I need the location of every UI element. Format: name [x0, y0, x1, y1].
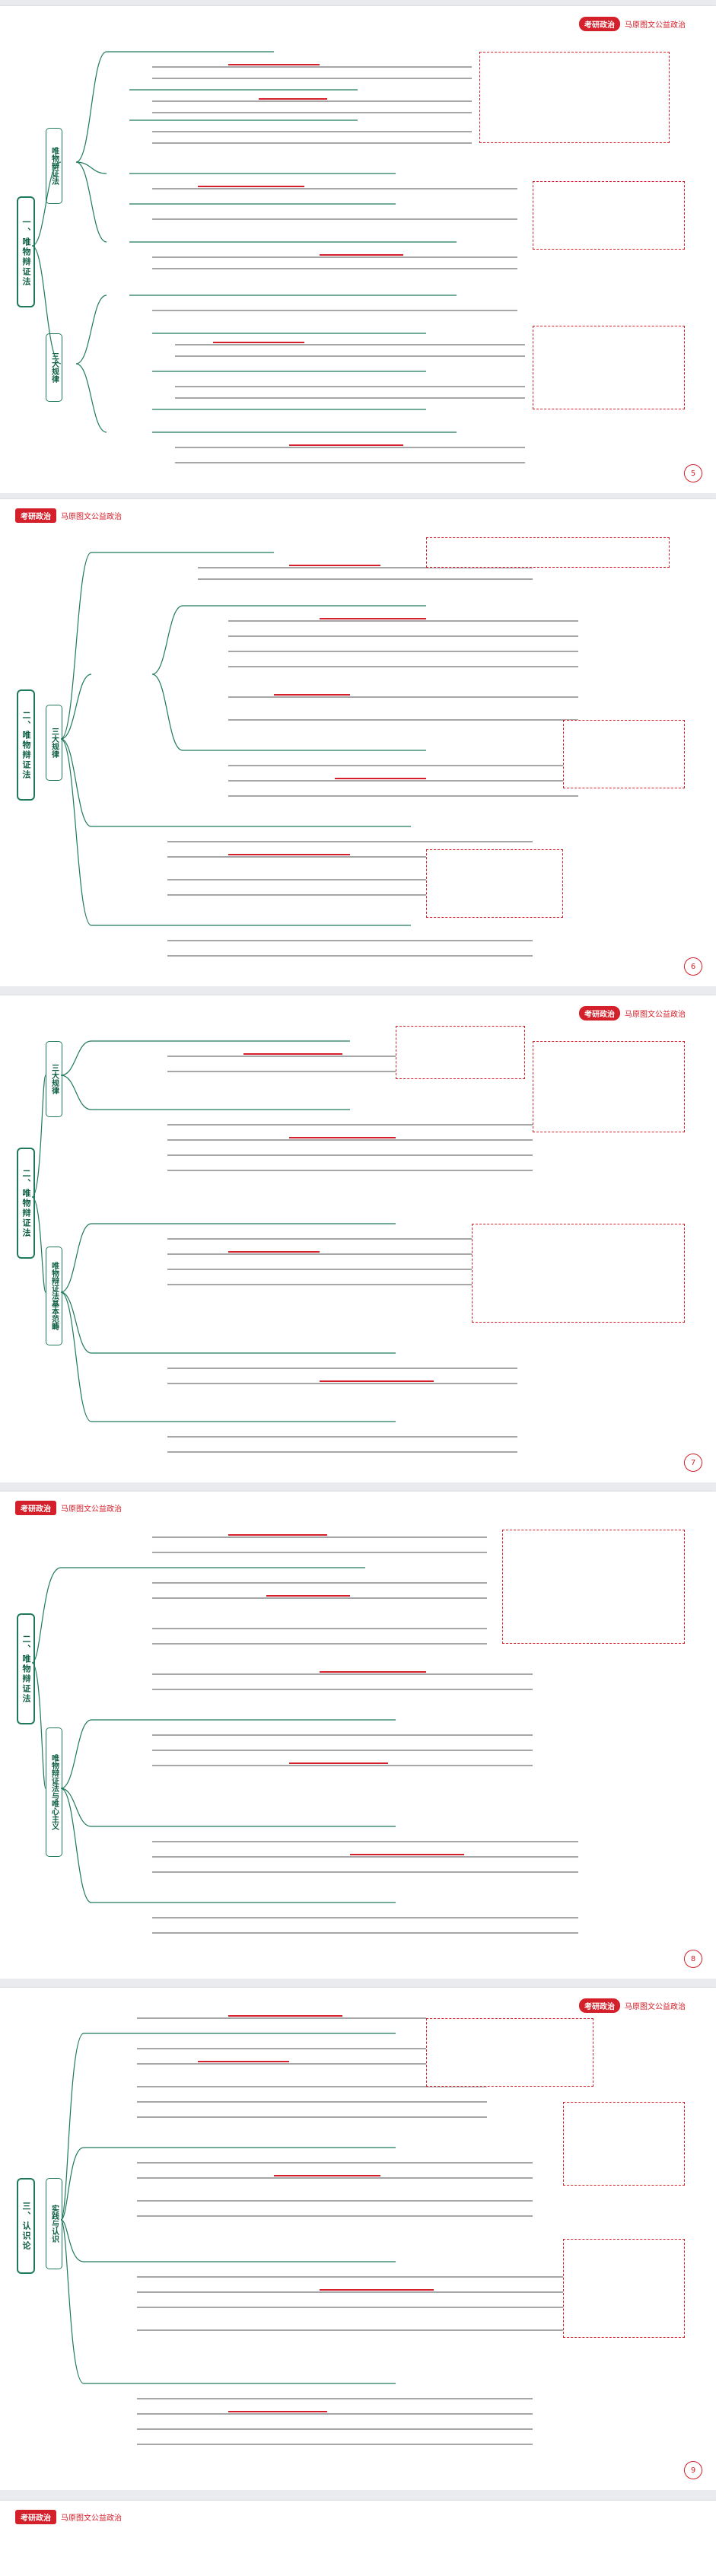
page-3: 考研政治 马原图文公益政治 二、唯物辩证法 三大规律 唯物辩证法基本范畴 7: [0, 995, 716, 1482]
chapter-title: 二、唯物辩证法: [17, 689, 35, 801]
section-label: 实践与认识: [46, 2178, 62, 2269]
annotation-box: [426, 537, 670, 568]
chapter-title: 二、唯物辩证法: [17, 1148, 35, 1259]
brand-badge: 考研政治: [579, 17, 620, 31]
brand-subtitle: 马原图文公益政治: [625, 1011, 686, 1019]
brand-badge: 考研政治: [15, 1501, 56, 1515]
annotation-box: [533, 181, 685, 250]
annotation-box: [533, 326, 685, 409]
page-1: 考研政治 马原图文公益政治 一、唯物辩证法 唯物辩证法 三大规律 5: [0, 6, 716, 493]
annotation-box: [533, 1041, 685, 1132]
annotation-box: [563, 2102, 685, 2186]
brand-header: 考研政治 马原图文公益政治: [579, 1006, 686, 1021]
annotation-box: [426, 2018, 593, 2087]
brand-subtitle: 马原图文公益政治: [625, 21, 686, 30]
brand-badge: 考研政治: [579, 1998, 620, 2013]
chapter-title: 三、认识论: [17, 2178, 35, 2274]
brand-subtitle: 马原图文公益政治: [61, 513, 122, 521]
mindmap-branches: [31, 1040, 533, 1453]
page-5: 考研政治 马原图文公益政治 三、认识论 实践与认识 9: [0, 1988, 716, 2490]
page-number: 6: [684, 957, 702, 976]
brand-header: 考研政治 马原图文公益政治: [15, 508, 122, 523]
page-2: 考研政治 马原图文公益政治 二、唯物辩证法 三大规律 6: [0, 499, 716, 986]
brand-badge: 考研政治: [579, 1006, 620, 1021]
brand-header: 考研政治 马原图文公益政治: [15, 1501, 122, 1515]
section-label: 唯物辩证法基本范畴: [46, 1247, 62, 1345]
page-number: 5: [684, 464, 702, 482]
brand-subtitle: 马原图文公益政治: [625, 2003, 686, 2011]
brand-subtitle: 马原图文公益政治: [61, 1505, 122, 1514]
brand-badge: 考研政治: [15, 2510, 56, 2524]
section-label: 三大规律: [46, 705, 62, 781]
annotation-box: [563, 720, 685, 788]
brand-subtitle: 马原图文公益政治: [61, 2514, 122, 2523]
annotation-box: [502, 1530, 685, 1644]
page-number: 8: [684, 1950, 702, 1968]
mindmap-branches: [60, 552, 578, 957]
annotation-box: [472, 1224, 685, 1323]
mindmap-branches: [31, 51, 525, 463]
annotation-box: [396, 1026, 525, 1079]
mindmap-branches: [60, 2015, 563, 2445]
section-label: 三大规律: [46, 333, 62, 402]
section-label: 三大规律: [46, 1041, 62, 1117]
page-6: 考研政治 马原图文公益政治: [0, 2501, 716, 2576]
page-number: 7: [684, 1454, 702, 1472]
brand-badge: 考研政治: [15, 508, 56, 523]
mindmap-branches: [31, 1534, 578, 1934]
brand-header: 考研政治 马原图文公益政治: [579, 1998, 686, 2013]
annotation-box: [563, 2239, 685, 2338]
chapter-title: 二、唯物辩证法: [17, 1613, 35, 1724]
annotation-box: [479, 52, 670, 143]
page-4: 考研政治 马原图文公益政治 二、唯物辩证法 唯物辩证法与唯心主义 8: [0, 1492, 716, 1979]
page-number: 9: [684, 2461, 702, 2479]
brand-header: 考研政治 马原图文公益政治: [15, 2510, 122, 2524]
chapter-title: 一、唯物辩证法: [17, 196, 35, 307]
section-label: 唯物辩证法与唯心主义: [46, 1727, 62, 1857]
annotation-box: [426, 849, 563, 918]
brand-header: 考研政治 马原图文公益政治: [579, 17, 686, 31]
